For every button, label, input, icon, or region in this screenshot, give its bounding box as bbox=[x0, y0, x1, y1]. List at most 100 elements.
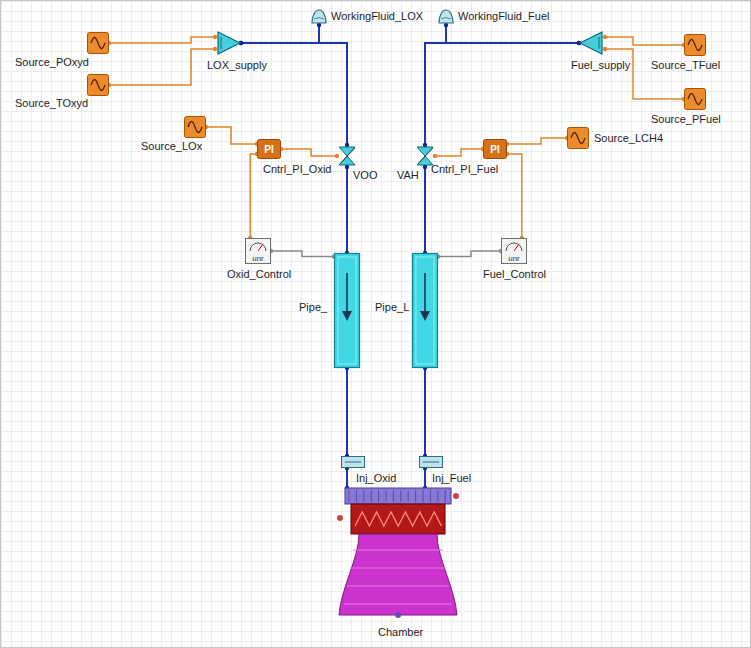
connector-group bbox=[239, 41, 349, 147]
component-icon bbox=[311, 9, 327, 25]
port-dot bbox=[433, 154, 437, 158]
connector-group bbox=[269, 249, 336, 259]
sensor-line bbox=[438, 251, 501, 256]
connector-group bbox=[433, 147, 485, 158]
hydraulic-line bbox=[241, 25, 319, 43]
connector-group bbox=[345, 466, 349, 490]
connector-group bbox=[345, 165, 349, 255]
component-icon bbox=[412, 253, 438, 368]
component-icon bbox=[87, 74, 109, 96]
component-label: Source_LOx bbox=[141, 140, 202, 153]
component-label: WorkingFluid_LOX bbox=[331, 10, 423, 23]
source-block: Source_POxyd bbox=[87, 32, 109, 54]
component-icon bbox=[579, 31, 605, 55]
signal-line bbox=[605, 37, 684, 45]
connector-group bbox=[345, 366, 349, 458]
flow-sensor: unrFuel_Control bbox=[501, 238, 527, 264]
connector-group bbox=[505, 152, 524, 240]
signal-line bbox=[206, 127, 257, 144]
connector-group bbox=[436, 249, 503, 259]
pi-controller: PICntrl_PI_Oxid bbox=[257, 139, 281, 159]
signal-line bbox=[605, 49, 684, 99]
signal-line bbox=[250, 154, 257, 238]
connector-group bbox=[239, 23, 321, 45]
connector-group bbox=[423, 165, 427, 255]
component-label: Inj_Oxid bbox=[356, 472, 396, 485]
component-label: Cntrl_PI_Fuel bbox=[431, 163, 498, 176]
pipe-block: Pipe_L bbox=[412, 253, 438, 368]
hydraulic-line bbox=[346, 368, 348, 456]
hydraulic-line bbox=[424, 468, 426, 488]
injector-block: Inj_Oxid bbox=[341, 456, 365, 468]
component-label: LOX_supply bbox=[207, 59, 267, 72]
working-fluid: WorkingFluid_Fuel bbox=[438, 9, 454, 25]
icon-text: PI bbox=[483, 144, 507, 155]
component-icon bbox=[438, 9, 454, 25]
source-block: Source_PFuel bbox=[684, 88, 706, 110]
working-fluid: WorkingFluid_LOX bbox=[311, 9, 327, 25]
component-icon bbox=[337, 145, 357, 167]
hydraulic-line bbox=[424, 167, 426, 253]
component-label: Fuel_Control bbox=[483, 268, 546, 281]
connector-group bbox=[603, 35, 686, 47]
port-dot bbox=[213, 47, 217, 51]
hydraulic-line bbox=[425, 43, 579, 145]
component-label: Pipe_ bbox=[299, 301, 327, 314]
connector-group bbox=[204, 125, 259, 146]
signal-line bbox=[109, 37, 215, 43]
port-dot bbox=[213, 35, 217, 39]
source-block: Source_TOxyd bbox=[87, 74, 109, 96]
component-label: Source_TOxyd bbox=[15, 97, 88, 110]
injector-block: Inj_Fuel bbox=[419, 456, 443, 468]
signal-line bbox=[281, 149, 337, 156]
signal-line bbox=[435, 149, 483, 156]
component-label: Pipe_L bbox=[375, 301, 409, 314]
component-label: VOO bbox=[353, 169, 377, 182]
component-label: Source_LCH4 bbox=[594, 132, 663, 145]
connector-group bbox=[505, 136, 569, 146]
component-label: Oxid_Control bbox=[227, 268, 291, 281]
component-icon bbox=[215, 31, 241, 55]
connector-group bbox=[107, 47, 217, 87]
connector-group bbox=[423, 366, 427, 458]
component-label: Source_POxyd bbox=[15, 56, 89, 69]
combustion-chamber: Chamber bbox=[339, 488, 457, 623]
connector-group bbox=[423, 41, 581, 147]
component-icon bbox=[339, 488, 457, 623]
component-label: Inj_Fuel bbox=[432, 472, 471, 485]
component-icon bbox=[184, 116, 206, 138]
pi-controller: PICntrl_PI_Fuel bbox=[483, 139, 507, 159]
component-label: VAH bbox=[397, 169, 419, 182]
component-icon bbox=[87, 32, 109, 54]
component-label: Source_TFuel bbox=[651, 59, 720, 72]
source-block: Source_LOx bbox=[184, 116, 206, 138]
signal-line bbox=[507, 138, 567, 144]
source-block: Source_TFuel bbox=[684, 34, 706, 56]
connector-group bbox=[279, 147, 339, 158]
hydraulic-line bbox=[424, 368, 426, 456]
hydraulic-line bbox=[241, 43, 347, 145]
supply-block: Fuel_supply bbox=[579, 31, 605, 55]
connector-group bbox=[107, 35, 217, 45]
hydraulic-line bbox=[346, 468, 348, 488]
hydraulic-line bbox=[446, 25, 579, 43]
flow-sensor: unrOxid_Control bbox=[245, 238, 271, 264]
component-label: Source_PFuel bbox=[651, 113, 721, 126]
source-block: Source_LCH4 bbox=[567, 127, 589, 149]
sensor-line bbox=[271, 251, 334, 256]
component-label: Fuel_supply bbox=[571, 59, 630, 72]
hydraulic-line bbox=[346, 167, 348, 253]
signal-line bbox=[109, 49, 215, 85]
icon-text: unr bbox=[245, 254, 271, 263]
port-dot bbox=[603, 47, 607, 51]
component-icon bbox=[567, 127, 589, 149]
connector-group bbox=[603, 47, 686, 101]
signal-line bbox=[507, 154, 522, 238]
component-icon bbox=[419, 456, 443, 468]
valve-symbol: VOO bbox=[337, 145, 357, 167]
connector-group bbox=[248, 152, 259, 240]
port-dot bbox=[335, 154, 339, 158]
component-icon bbox=[684, 34, 706, 56]
